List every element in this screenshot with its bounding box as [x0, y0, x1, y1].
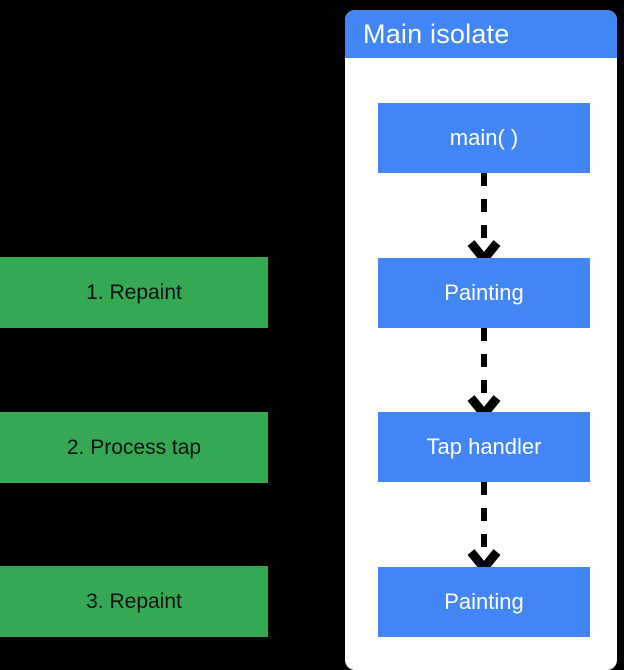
dashed-arrow-icon: [467, 482, 501, 572]
green-step-label: 2. Process tap: [66, 435, 202, 459]
green-step-box: 3. Repaint: [0, 566, 268, 637]
green-step-box: 2. Process tap: [0, 412, 268, 483]
green-step-label: 3. Repaint: [86, 589, 182, 613]
green-step-label: 1. Repaint: [86, 280, 182, 304]
blue-node-painting-first: Painting: [378, 258, 590, 328]
green-step-box: 1. Repaint: [0, 257, 268, 328]
blue-node-main: main( ): [378, 103, 590, 173]
dashed-arrow-icon: [467, 173, 501, 263]
diagram-canvas: 1. Repaint 2. Process tap 3. Repaint Mai…: [0, 10, 617, 670]
blue-node-label: Tap handler: [426, 434, 542, 459]
page-title: Main isolate: [363, 19, 510, 49]
card-header: Main isolate: [345, 10, 617, 58]
main-isolate-card: Main isolate main( ) Painting Tap handle…: [345, 10, 617, 670]
blue-node-tap-handler: Tap handler: [378, 412, 590, 482]
dashed-arrow-icon: [467, 328, 501, 418]
blue-node-painting-second: Painting: [378, 567, 590, 637]
blue-node-label: main( ): [449, 125, 519, 150]
blue-node-label: Painting: [444, 280, 524, 305]
blue-node-label: Painting: [444, 589, 524, 614]
